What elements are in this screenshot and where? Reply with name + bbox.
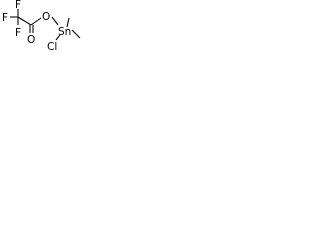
- atom-label-o-carbonyl: O: [27, 34, 35, 46]
- bond-cf3-carbonyl-carbon: [17, 16, 32, 26]
- bond-tin-chlorine: [55, 34, 61, 41]
- atom-label-f-left: F: [2, 12, 8, 24]
- bond-ester-oxygen-tin: [51, 16, 59, 26]
- atom-label-chlorine: Cl: [47, 41, 57, 53]
- bond-tin-methyl-up: [66, 17, 70, 28]
- atom-labels: F F F O O Sn Cl: [2, 0, 71, 53]
- atom-label-f-top: F: [15, 0, 21, 11]
- chemical-structure: F F F O O Sn Cl: [2, 0, 81, 53]
- atom-label-f-bottom: F: [15, 27, 21, 39]
- bond-tin-methyl-right: [71, 29, 81, 39]
- bonds: [10, 9, 81, 41]
- bond-carbonyl-ester-oxygen: [30, 17, 42, 26]
- atom-label-o-ester: O: [42, 11, 50, 23]
- atom-label-tin: Sn: [58, 26, 71, 38]
